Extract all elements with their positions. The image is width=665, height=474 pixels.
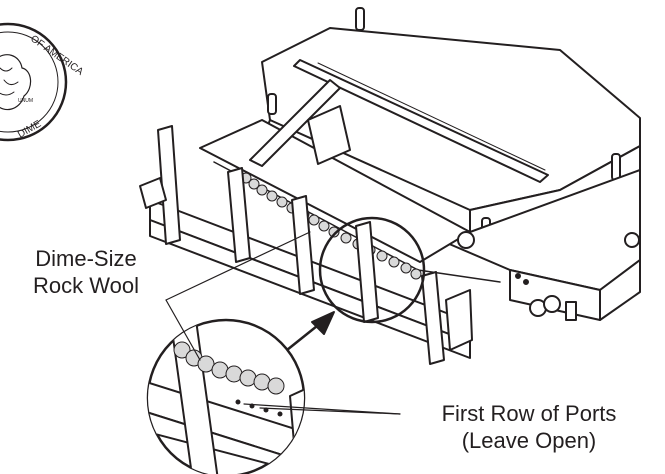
ports-callout-line1: First Row of Ports bbox=[441, 401, 617, 426]
rock-wool-leaders bbox=[165, 231, 311, 361]
magnified-detail bbox=[146, 318, 306, 474]
coin-motto-text: UNUM bbox=[18, 98, 33, 104]
ports-callout-line2: (Leave Open) bbox=[461, 428, 597, 453]
ports-leaders bbox=[243, 403, 401, 415]
wooden-frame bbox=[139, 125, 473, 365]
detail-zoom-circle bbox=[318, 216, 426, 324]
ports-callout: First Row of Ports (Leave Open) bbox=[398, 400, 660, 454]
rock-wool-callout-line2: Rock Wool bbox=[33, 273, 139, 298]
dime-coin-reference: OF AMERICA UNUM DIME bbox=[0, 22, 85, 142]
rock-wool-callout-line1: Dime-Size bbox=[35, 246, 137, 271]
rock-wool-callout: Dime-Size Rock Wool bbox=[6, 245, 166, 299]
